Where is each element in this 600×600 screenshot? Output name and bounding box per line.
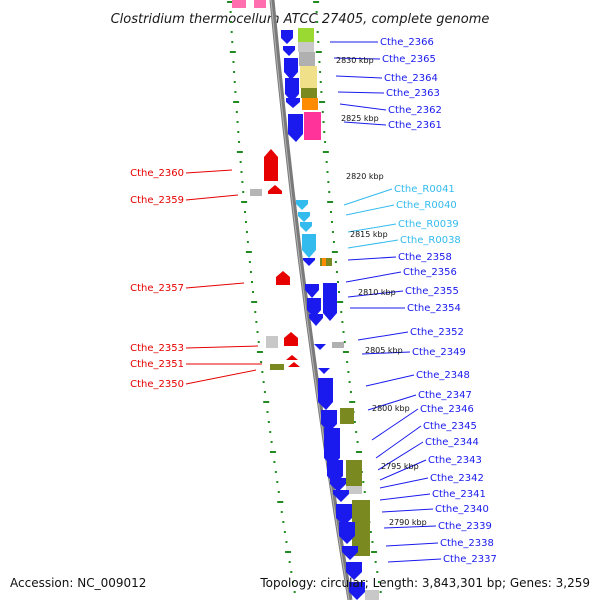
gene-label-cthe_r0040[interactable]: Cthe_R0040 bbox=[396, 200, 457, 211]
kbp-scale-labels: 2830 kbp 2825 kbp 2820 kbp 2815 kbp 2810 kbp… bbox=[336, 56, 427, 527]
label-leader-line bbox=[343, 121, 387, 126]
gene-label-cthe_r0039[interactable]: Cthe_R0039 bbox=[398, 219, 459, 230]
reverse-genes bbox=[264, 149, 300, 367]
gene-label-cthe_2355[interactable]: Cthe_2355 bbox=[405, 286, 459, 297]
label-leader-line bbox=[333, 57, 381, 60]
gene-label-cthe_2356[interactable]: Cthe_2356 bbox=[403, 267, 457, 278]
gene-label-cthe_2347[interactable]: Cthe_2347 bbox=[418, 390, 472, 401]
gene-label-cthe_2348[interactable]: Cthe_2348 bbox=[416, 370, 470, 381]
label-leader-line bbox=[335, 75, 383, 79]
gene-label-cthe_2343[interactable]: Cthe_2343 bbox=[428, 455, 482, 466]
gene-label-cthe_2353[interactable]: Cthe_2353 bbox=[130, 343, 184, 354]
left-gene-labels: Cthe_2360Cthe_2359Cthe_2357Cthe_2353Cthe… bbox=[130, 168, 262, 390]
label-leader-line bbox=[185, 169, 233, 174]
label-leader-line bbox=[387, 558, 442, 563]
label-leader-line bbox=[185, 345, 259, 349]
gene-label-cthe_2349[interactable]: Cthe_2349 bbox=[412, 347, 466, 358]
kbp-mark: 2830 kbp bbox=[336, 56, 374, 65]
label-leader-line bbox=[185, 369, 257, 385]
gene-label-cthe_2364[interactable]: Cthe_2364 bbox=[384, 73, 438, 84]
gene-label-cthe_r0041[interactable]: Cthe_R0041 bbox=[394, 184, 455, 195]
label-leader-line bbox=[365, 374, 415, 387]
gene-label-cthe_2366[interactable]: Cthe_2366 bbox=[380, 37, 434, 48]
label-leader-line bbox=[357, 331, 409, 341]
kbp-mark: 2810 kbp bbox=[358, 288, 396, 297]
label-leader-line bbox=[383, 525, 437, 529]
gene-label-cthe_2358[interactable]: Cthe_2358 bbox=[398, 252, 452, 263]
label-leader-line bbox=[367, 394, 417, 411]
gene-label-cthe_2339[interactable]: Cthe_2339 bbox=[438, 521, 492, 532]
gene-label-cthe_2338[interactable]: Cthe_2338 bbox=[440, 538, 494, 549]
gene-label-cthe_2337[interactable]: Cthe_2337 bbox=[443, 554, 497, 565]
gene-label-cthe_r0038[interactable]: Cthe_R0038 bbox=[400, 235, 461, 246]
label-leader-line bbox=[371, 408, 419, 441]
gene-label-cthe_2351[interactable]: Cthe_2351 bbox=[130, 359, 184, 370]
kbp-mark: 2825 kbp bbox=[341, 114, 379, 123]
right-gene-labels: Cthe_2366Cthe_2365Cthe_2364Cthe_2363Cthe… bbox=[330, 37, 497, 565]
label-leader-line bbox=[347, 256, 397, 261]
kbp-mark: 2790 kbp bbox=[389, 518, 427, 527]
map-title: Clostridium thermocellum ATCC 27405, com… bbox=[111, 12, 490, 27]
label-leader-line bbox=[385, 542, 439, 547]
forward-genes bbox=[281, 30, 365, 600]
label-leader-line bbox=[339, 103, 387, 111]
gene-label-cthe_2359[interactable]: Cthe_2359 bbox=[130, 195, 184, 206]
label-leader-line bbox=[347, 223, 397, 233]
label-leader-line bbox=[185, 194, 239, 201]
feature-blocks bbox=[232, 0, 379, 600]
gene-label-cthe_2340[interactable]: Cthe_2340 bbox=[435, 504, 489, 515]
gene-label-cthe_2352[interactable]: Cthe_2352 bbox=[410, 327, 464, 338]
accession-label: Accession: NC_009012 bbox=[10, 576, 146, 590]
label-leader-line bbox=[337, 91, 385, 94]
gene-label-cthe_2360[interactable]: Cthe_2360 bbox=[130, 168, 184, 179]
gene-label-cthe_2362[interactable]: Cthe_2362 bbox=[388, 105, 442, 116]
gene-label-cthe_2341[interactable]: Cthe_2341 bbox=[432, 489, 486, 500]
label-leader-line bbox=[361, 351, 411, 355]
gene-label-cthe_2342[interactable]: Cthe_2342 bbox=[430, 473, 484, 484]
label-leader-line bbox=[343, 188, 393, 206]
tick-rings bbox=[227, 1, 382, 593]
label-leader-line bbox=[345, 204, 395, 216]
rna-genes bbox=[296, 200, 316, 258]
gene-label-cthe_2363[interactable]: Cthe_2363 bbox=[386, 88, 440, 99]
label-leader-line bbox=[345, 271, 402, 283]
topology-label: Topology: circular; Length: 3,843,301 bp… bbox=[259, 576, 590, 590]
label-leader-line bbox=[381, 508, 434, 513]
gene-label-cthe_2350[interactable]: Cthe_2350 bbox=[130, 379, 184, 390]
gene-label-cthe_2357[interactable]: Cthe_2357 bbox=[130, 283, 184, 294]
label-leader-line bbox=[347, 290, 404, 298]
label-leader-line bbox=[377, 441, 424, 471]
gene-label-cthe_2354[interactable]: Cthe_2354 bbox=[407, 303, 461, 314]
label-leader-line bbox=[347, 239, 399, 249]
label-leader-line bbox=[379, 459, 427, 481]
gene-label-cthe_2344[interactable]: Cthe_2344 bbox=[425, 437, 479, 448]
gene-label-cthe_2365[interactable]: Cthe_2365 bbox=[382, 54, 436, 65]
kbp-mark: 2815 kbp bbox=[350, 230, 388, 239]
label-leader-line bbox=[379, 477, 429, 489]
backbone-highlight bbox=[270, 0, 350, 600]
kbp-mark: 2795 kbp bbox=[381, 462, 419, 471]
kbp-mark: 2820 kbp bbox=[346, 172, 384, 181]
label-leader-line bbox=[185, 282, 245, 289]
label-leader-line bbox=[375, 425, 422, 459]
gene-label-cthe_2361[interactable]: Cthe_2361 bbox=[388, 120, 442, 131]
gene-label-cthe_2346[interactable]: Cthe_2346 bbox=[420, 404, 474, 415]
label-leader-line bbox=[379, 493, 431, 501]
gene-label-cthe_2345[interactable]: Cthe_2345 bbox=[423, 421, 477, 432]
kbp-mark: 2800 kbp bbox=[372, 404, 410, 413]
kbp-mark: 2805 kbp bbox=[365, 346, 403, 355]
